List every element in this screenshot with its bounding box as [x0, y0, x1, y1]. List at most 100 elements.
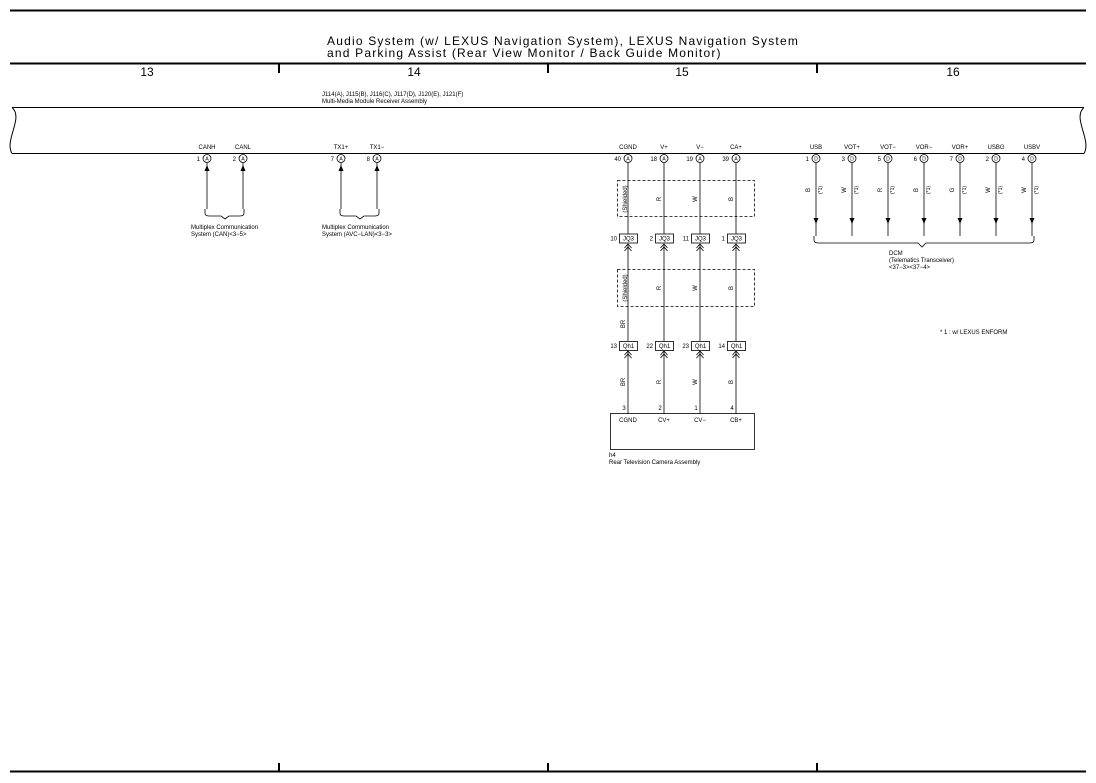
pin-circle	[336, 154, 346, 163]
pin-label: V−	[696, 145, 704, 151]
pin-circle	[202, 154, 212, 163]
junction-id: Qh1	[695, 344, 707, 350]
dcm-name[interactable]: DCM	[889, 251, 903, 257]
pin-number: 3	[842, 157, 846, 163]
dcm-bracket	[813, 236, 1035, 248]
pin-circle	[991, 154, 1001, 163]
pin-connector-letter: A	[734, 157, 738, 163]
junction-pin-num: 23	[682, 344, 689, 350]
junction-id: JQ3	[731, 237, 743, 243]
pin-connector-letter: D	[814, 157, 818, 163]
arrow-down	[993, 218, 999, 224]
pin-number: 1	[806, 157, 810, 163]
pin-label: VOR−	[916, 145, 933, 151]
pin-label: TX1+	[334, 145, 349, 151]
shield-box-upper	[617, 180, 755, 217]
chevron-up-icon	[660, 350, 668, 359]
pin-number: 19	[686, 157, 693, 163]
chevron-up-icon	[624, 243, 632, 252]
dcm-wire-labels: B(*1)W(*1)R(*1)B(*1)G(*1)W(*1)W(*1)	[806, 186, 1040, 194]
column-number: 15	[675, 65, 689, 79]
wire-color-label: B	[806, 188, 812, 192]
avc-reference-line2[interactable]: System (AVC−LAN)<3−3>	[322, 232, 392, 238]
ground-wire-color: BR	[621, 319, 627, 328]
camera-pin-num: 1	[694, 406, 698, 412]
junction-pin-num: 11	[683, 237, 690, 243]
pin-label: VOT+	[844, 145, 860, 151]
arrow-down	[813, 218, 819, 224]
wire-color-label: W	[842, 187, 848, 193]
camera-connector: h4	[609, 453, 616, 459]
pin-number: 1	[197, 157, 201, 163]
pin-circle	[955, 154, 965, 163]
pin-circle	[623, 154, 633, 163]
arrow-down	[921, 218, 927, 224]
pin-circle	[731, 154, 741, 163]
pin-circle	[695, 154, 705, 163]
note-mark: (*1)	[998, 186, 1004, 194]
camera-pin-label: CB+	[730, 418, 742, 424]
multi-media-module-box	[9, 107, 1087, 154]
pin-circle	[919, 154, 929, 163]
chevron-up-icon	[732, 350, 740, 359]
avc-bracket	[339, 209, 380, 220]
wire-color-label: B	[914, 188, 920, 192]
shielded-label-lower: (Shielded)	[623, 274, 629, 301]
junction-id: JQ3	[623, 237, 635, 243]
pin-label: USBG	[987, 145, 1004, 151]
camera-name[interactable]: Rear Television Camera Assembly	[609, 460, 700, 466]
pin-connector-letter: A	[662, 157, 666, 163]
junction-pin-num: 1	[722, 237, 726, 243]
wire-color-label: W	[693, 196, 699, 202]
pin-connector-letter: A	[375, 157, 379, 163]
camera-pin-label: CGND	[619, 418, 637, 424]
can-reference-line2[interactable]: System (CAN)<3−5>	[191, 232, 247, 238]
pin-circle	[659, 154, 669, 163]
pin-number: 39	[722, 157, 729, 163]
wire-color-label: R	[878, 187, 884, 192]
can-reference-line1[interactable]: Multiplex Communication	[191, 225, 258, 231]
camera-box	[610, 413, 755, 450]
wire-color-label: W	[693, 285, 699, 291]
legend-note: * 1 : w/ LEXUS ENFORM	[940, 330, 1007, 336]
wire-color-label: B	[729, 286, 735, 290]
pin-label: VOT−	[880, 145, 896, 151]
pin-label: CGND	[619, 145, 637, 151]
pin-number: 7	[331, 157, 335, 163]
pin-connector-letter: D	[994, 157, 998, 163]
diagram-title-line1: Audio System (w/ LEXUS Navigation System…	[327, 34, 799, 48]
arrow-down	[1029, 218, 1035, 224]
camera-pin-num: 4	[730, 406, 734, 412]
pin-number: 7	[950, 157, 954, 163]
module-name: Multi-Media Module Receiver Assembly	[322, 99, 427, 105]
wire-color-label: R	[657, 379, 663, 384]
arrow-up	[204, 165, 210, 171]
dcm-desc: (Telematics Transceiver)	[889, 258, 954, 264]
chevron-up-icon	[660, 243, 668, 252]
shielded-label-upper: (Shielded)	[623, 185, 629, 212]
arrow-up	[338, 165, 344, 171]
pin-connector-letter: D	[886, 157, 890, 163]
avc-reference-line1[interactable]: Multiplex Communication	[322, 225, 389, 231]
junction-id: Qh1	[659, 344, 671, 350]
junction-pin-num: 13	[610, 344, 617, 350]
wire-color-label: W	[1022, 187, 1028, 193]
arrow-down	[957, 218, 963, 224]
arrow-down	[849, 218, 855, 224]
dcm-refs[interactable]: <37−3><37−4>	[889, 265, 931, 271]
junction-pin-num: 2	[650, 237, 654, 243]
